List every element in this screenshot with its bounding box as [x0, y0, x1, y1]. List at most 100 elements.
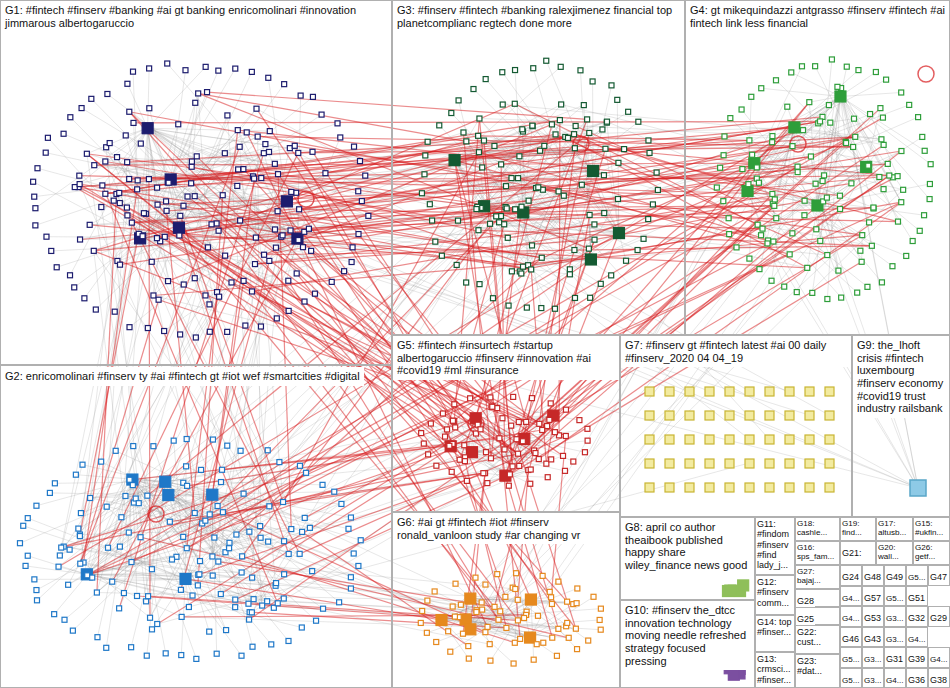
vertex: [465, 624, 476, 635]
vertex: [207, 329, 212, 334]
vertex: [267, 149, 272, 154]
vertex: [867, 220, 872, 225]
vertex: [577, 418, 582, 423]
vertex: [363, 173, 368, 178]
vertex: [561, 453, 566, 458]
vertex: [359, 199, 364, 204]
vertex: [131, 444, 136, 449]
edge-line: [841, 88, 901, 202]
vertex: [321, 606, 326, 611]
vertex: [573, 123, 578, 128]
vertex: [537, 421, 542, 426]
vertex: [437, 123, 442, 128]
vertex: [524, 419, 529, 424]
vertex: [509, 176, 514, 181]
vertex: [195, 583, 200, 588]
edge-line: [242, 556, 515, 642]
edge-line: [491, 176, 889, 459]
vertex-group: [419, 58, 660, 311]
vertex: [506, 303, 511, 308]
vertex: [549, 595, 554, 600]
vertex: [927, 197, 932, 202]
vertex: [514, 437, 519, 442]
vertex: [184, 546, 189, 551]
vertex: [646, 138, 651, 143]
vertex: [107, 141, 112, 146]
vertex: [356, 189, 361, 194]
vertex: [641, 236, 646, 241]
vertex: [430, 218, 435, 223]
vertex: [289, 189, 294, 194]
vertex: [62, 617, 67, 622]
vertex: [197, 572, 202, 577]
vertex: [138, 141, 143, 146]
vertex: [485, 481, 490, 486]
vertex: [288, 228, 293, 233]
vertex: [124, 205, 129, 210]
vertex: [808, 154, 813, 159]
vertex: [765, 241, 770, 246]
vertex: [547, 589, 552, 594]
vertex: [123, 493, 128, 498]
vertex: [770, 191, 775, 196]
vertex: [447, 443, 452, 448]
vertex: [488, 221, 493, 226]
vertex: [772, 197, 777, 202]
vertex: [802, 213, 807, 218]
vertex: [192, 194, 197, 199]
vertex: [215, 504, 220, 509]
vertex: [517, 463, 522, 468]
vertex: [860, 233, 865, 238]
vertex: [258, 535, 263, 540]
vertex-group: [419, 394, 590, 488]
vertex: [844, 141, 849, 146]
edge-line: [840, 96, 924, 150]
vertex: [587, 130, 592, 135]
edge-line: [302, 532, 468, 646]
vertex: [67, 547, 72, 552]
vertex: [307, 525, 312, 530]
vertex: [500, 70, 505, 75]
vertex: [749, 94, 754, 99]
edge-line: [445, 145, 884, 437]
vertex: [130, 483, 135, 488]
vertex: [530, 123, 535, 128]
vertex: [615, 97, 620, 102]
vertex: [115, 155, 120, 160]
vertex: [99, 205, 104, 210]
vertex: [103, 191, 108, 196]
vertex: [506, 483, 511, 488]
vertex: [549, 601, 554, 606]
vertex-group: [714, 57, 933, 302]
vertex: [884, 77, 889, 82]
edge-line: [79, 117, 823, 187]
vertex: [261, 151, 266, 156]
vertex: [838, 206, 843, 211]
vertex: [337, 600, 342, 605]
vertex: [916, 115, 921, 120]
vertex: [281, 500, 286, 505]
edge-line: [80, 184, 518, 454]
vertex: [769, 278, 774, 283]
vertex: [88, 495, 93, 500]
vertex: [457, 457, 462, 462]
vertex: [238, 218, 243, 223]
vertex: [548, 401, 553, 406]
vertex: [790, 231, 795, 236]
edge-line: [264, 137, 565, 255]
vertex: [450, 418, 455, 423]
vertex: [297, 463, 302, 468]
vertex: [186, 604, 191, 609]
vertex: [818, 119, 823, 124]
vertex: [563, 407, 568, 412]
edge-line: [807, 206, 817, 268]
vertex: [233, 66, 238, 71]
vertex: [296, 150, 301, 155]
vertex: [904, 253, 909, 258]
vertex: [590, 79, 595, 84]
edge-line: [249, 176, 889, 620]
vertex: [32, 577, 37, 582]
edge-line: [148, 128, 149, 179]
vertex: [587, 212, 592, 217]
vertex: [476, 133, 481, 138]
